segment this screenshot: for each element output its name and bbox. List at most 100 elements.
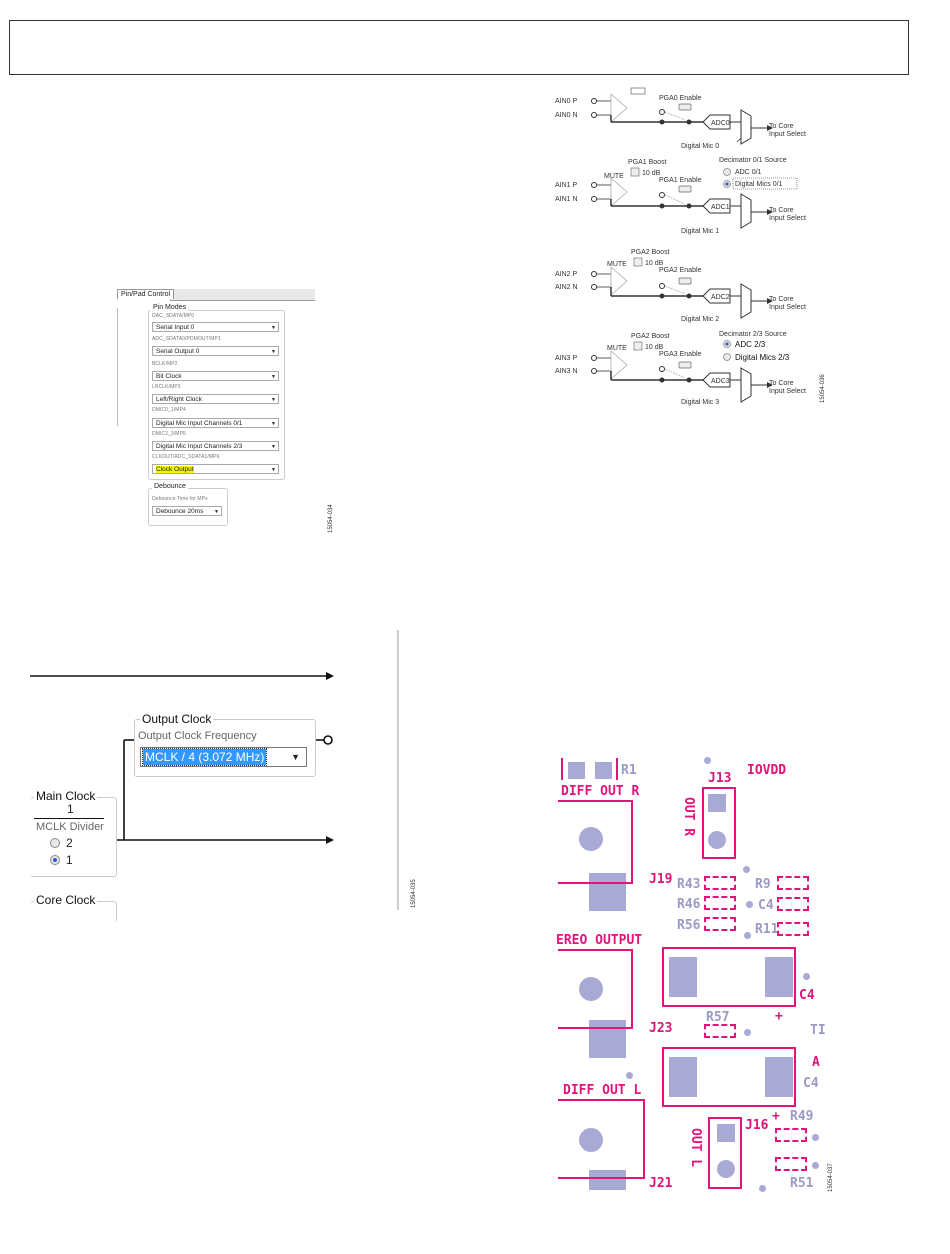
pga2-enable-toggle[interactable]: [678, 277, 692, 285]
pcb-outline: [561, 758, 563, 780]
debounce-title: Debounce: [152, 483, 188, 490]
adc-pga-diagram: PGA0 Enable AIN0 P AIN0 N ADC0 Digital M…: [555, 87, 806, 406]
r57-label: R57: [706, 1010, 730, 1025]
field-label-mp1: ADC_SDATA0/PDMOUT/MP1: [152, 336, 221, 342]
output-clock-title: Output Clock: [140, 712, 214, 726]
pga1-boost-checkbox[interactable]: [630, 167, 640, 177]
digital-mic-0-label: Digital Mic 0: [681, 143, 719, 150]
select-mp1[interactable]: Serial Output 0▼: [152, 346, 279, 356]
tab-pin-pad-control[interactable]: Pin/Pad Control: [117, 289, 175, 299]
boost-value-2: 10 dB: [645, 260, 664, 267]
j19-label: J19: [649, 872, 673, 887]
page-header-box: [9, 20, 909, 75]
pga3-enable-toggle[interactable]: [678, 361, 692, 369]
debounce-select[interactable]: Debounce 20ms▼: [152, 506, 222, 516]
a-label: A: [812, 1055, 820, 1070]
radio-adc23-label: ADC 2/3: [735, 340, 766, 349]
mount-hole: [579, 1128, 603, 1152]
core-clock-title: Core Clock: [34, 893, 98, 907]
via: [744, 932, 751, 939]
pcb-trace: [558, 1099, 645, 1101]
mute-label-3: MUTE: [607, 345, 627, 352]
r49-outline: [775, 1128, 807, 1142]
to-core-1: To Core: [769, 207, 794, 214]
via: [812, 1162, 819, 1169]
select-mp3[interactable]: Left/Right Clock▼: [152, 394, 279, 404]
pga2-boost-checkbox[interactable]: [633, 257, 643, 267]
pga1-boost-label: PGA1 Boost: [628, 159, 667, 166]
r46-label: R46: [677, 897, 701, 912]
pad: [568, 762, 585, 779]
ain3n-label: AIN3 N: [555, 368, 578, 375]
c4b-label: C4: [799, 988, 815, 1003]
pga2-enable-label: PGA2 Enable: [659, 267, 702, 274]
r56-outline: [704, 917, 736, 931]
select-mp2[interactable]: Bit Clock▼: [152, 371, 279, 381]
r43-label: R43: [677, 877, 701, 892]
radio-divider-1[interactable]: [50, 855, 60, 865]
field-label-mp3: LRCLK/MP3: [152, 384, 181, 390]
r46-outline: [704, 896, 736, 910]
pcb-trace: [558, 800, 633, 802]
mute-label-2: MUTE: [607, 261, 627, 268]
select-value: Left/Right Clock: [156, 396, 202, 403]
j13-outline: [702, 787, 736, 859]
radio-dmic23[interactable]: [723, 353, 731, 361]
select-value: Digital Mic Input Channels 0/1: [156, 420, 243, 427]
pad: [595, 762, 612, 779]
mclk-divider-label: MCLK Divider: [36, 821, 104, 833]
via: [746, 901, 753, 908]
dropdown-arrow-icon: ▼: [271, 467, 276, 473]
plus-2: +: [772, 1109, 780, 1124]
mclk-value: 1: [67, 802, 74, 816]
pga3-boost-label: PGA2 Boost: [631, 333, 670, 340]
select-mp6[interactable]: Clock Output▼: [152, 464, 279, 474]
via: [812, 1134, 819, 1141]
figure-id-37: 15054-037: [828, 1163, 834, 1192]
ti-label: TI: [810, 1023, 826, 1038]
via: [803, 973, 810, 980]
r57-outline: [704, 1024, 736, 1038]
plus-1: +: [775, 1009, 783, 1024]
field-label-mp6: CLKOUT/ADC_SDATA1/MP6: [152, 454, 220, 460]
output-clock-select[interactable]: MCLK / 4 (3.072 MHz) ▼: [140, 747, 307, 767]
j23-label: J23: [649, 1021, 673, 1036]
figure-id-34: 15054-034: [328, 504, 334, 533]
boost-value-1: 10 dB: [642, 170, 661, 177]
to-core-0: To Core: [769, 123, 794, 130]
pga3-boost-checkbox[interactable]: [633, 341, 643, 351]
via: [626, 1072, 633, 1079]
pga1-enable-toggle[interactable]: [678, 185, 692, 193]
field-label-mp0: DAC_SDATA/MP0: [152, 313, 195, 319]
pad: [589, 873, 626, 911]
radio-dmic23-label: Digital Mics 2/3: [735, 353, 790, 362]
output-clock-freq-label: Output Clock Frequency: [138, 730, 257, 742]
mclk-divider-line: [34, 818, 104, 819]
select-mp4[interactable]: Digital Mic Input Channels 0/1▼: [152, 418, 279, 428]
mount-hole: [579, 977, 603, 1001]
pcb-trace: [558, 1177, 645, 1179]
ain1n-label: AIN1 N: [555, 196, 578, 203]
c4a-label: C4: [758, 898, 774, 913]
radio-adc01[interactable]: [723, 168, 731, 176]
select-mp5[interactable]: Digital Mic Input Channels 2/3▼: [152, 441, 279, 451]
dropdown-arrow-icon: ▼: [271, 444, 276, 450]
field-label-mp2: BCLK/MP2: [152, 361, 178, 367]
panel-edge: [117, 308, 120, 426]
input-select-3: Input Select: [769, 388, 806, 395]
r11-label: R11: [755, 922, 779, 937]
clock-lines: [30, 630, 399, 910]
field-label-mp4: DMIC0_1/MP4: [152, 407, 186, 413]
out-r-label: OUT R: [681, 797, 696, 837]
boost-value-3: 10 dB: [645, 344, 664, 351]
r49-label: R49: [790, 1109, 814, 1124]
dropdown-arrow-icon: ▼: [271, 374, 276, 380]
select-mp0[interactable]: Serial Input 0▼: [152, 322, 279, 332]
radio-divider-2[interactable]: [50, 838, 60, 848]
pcb-trace: [631, 800, 633, 884]
pga0-enable-toggle[interactable]: [678, 103, 692, 111]
pcb-trace: [643, 1099, 645, 1179]
input-select-1: Input Select: [769, 215, 806, 222]
c4c-outline: [662, 1047, 796, 1107]
pad: [765, 1057, 793, 1097]
